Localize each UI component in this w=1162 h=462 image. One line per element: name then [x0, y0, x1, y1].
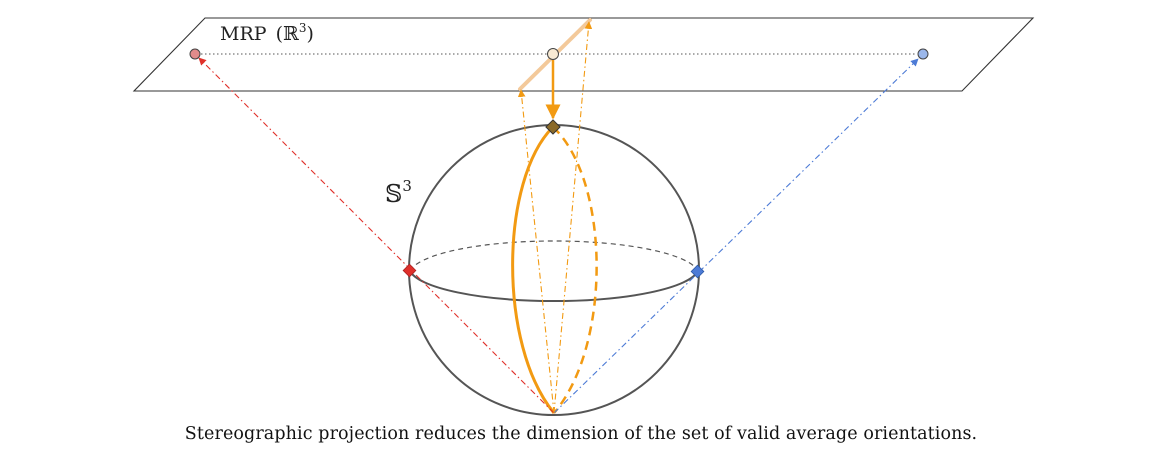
average-orientation-marker	[545, 119, 561, 135]
mrp-plane	[132, 17, 1035, 92]
equator-front	[409, 270, 699, 303]
meridian-front	[511, 125, 556, 414]
sphere-label: 𝕊3	[385, 177, 412, 208]
plane-label: MRP (ℝ3)	[220, 21, 314, 45]
sphere-outline	[408, 124, 700, 416]
meridian-back	[552, 126, 598, 414]
red-projection-ray	[198, 57, 555, 414]
figure-caption: Stereographic projection reduces the dim…	[184, 424, 978, 444]
orange-ray-left	[517, 89, 555, 414]
equator-back	[409, 240, 699, 272]
red-projected-point	[189, 48, 201, 60]
blue-projected-point	[917, 48, 929, 60]
average-projected-point	[547, 48, 559, 60]
blue-projection-ray	[553, 58, 919, 414]
red-orientation-marker	[402, 263, 417, 278]
blue-orientation-marker	[690, 264, 705, 279]
orange-ray-right	[553, 21, 593, 414]
